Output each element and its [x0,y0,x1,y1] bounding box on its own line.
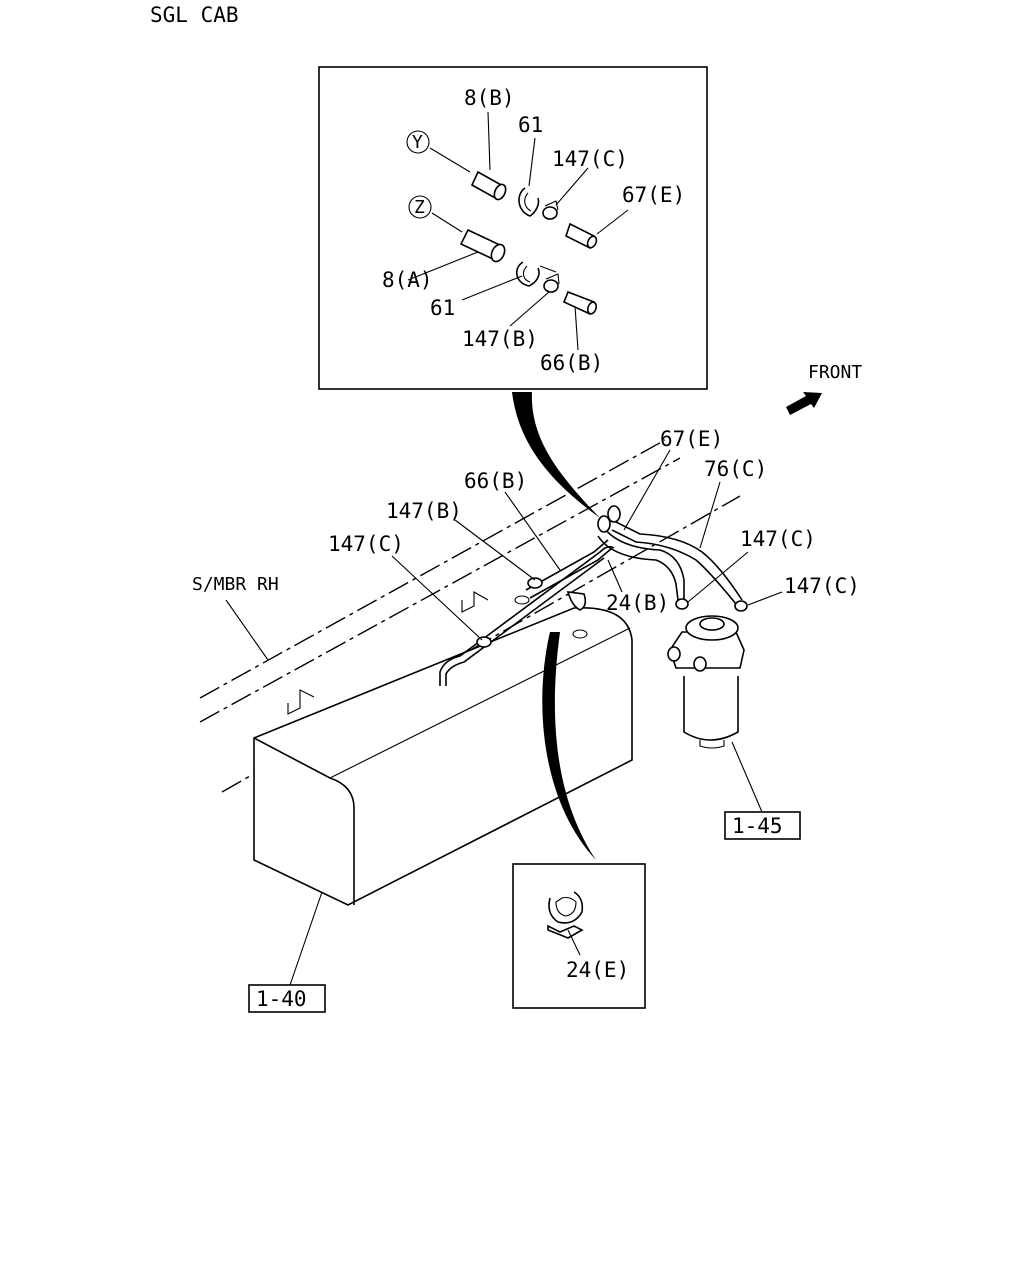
ref-1-45: 1-45 [732,814,783,838]
callout-z: Z [414,197,425,218]
callout-y-circle [406,130,430,154]
clip-61-upper-icon [518,187,540,217]
callout-147c-mid: 147(C) [740,527,816,551]
ref-box-tank: 1-40 [248,984,326,1013]
callout-76c: 76(C) [704,457,767,481]
fuel-lines [439,505,743,686]
hose-8b-icon [470,170,507,201]
callout-y: Y [412,132,423,153]
detail-pointer-top [512,392,600,518]
callout-8b: 8(B) [464,86,515,110]
clamp-147b-lower-icon [543,273,560,293]
callout-61-upper: 61 [518,113,543,137]
fuel-tank [253,591,633,906]
clamp-147c-upper-icon [542,200,559,220]
fuel-filter [667,615,745,749]
callout-24e: 24(E) [566,958,629,982]
hose-67e-icon [565,222,598,250]
callout-67e-main: 67(E) [660,427,723,451]
callout-147c-upper: 147(C) [552,147,628,171]
ref-box-filter: 1-45 [724,811,801,840]
callout-24b: 24(B) [606,591,669,615]
ref-1-40: 1-40 [256,987,307,1011]
callout-66b-top: 66(B) [540,351,603,375]
callout-z-circle [408,195,432,219]
hose-66b-icon [562,290,598,316]
front-label: FRONT [808,362,862,383]
callout-smbr-rh: S/MBR RH [192,574,279,595]
line-clamps [476,577,748,648]
detail-box-top: Y 8(B) 61 147(C) 67(E) Z [318,66,708,390]
clip-61-lower-icon [516,261,557,287]
detail-pointer-bottom [542,632,596,860]
callout-8a: 8(A) [382,268,433,292]
callout-66b-main: 66(B) [464,469,527,493]
callout-67e-top: 67(E) [622,183,685,207]
callout-147b-main: 147(B) [386,499,462,523]
front-arrow-icon [786,392,822,415]
bracket-24e-icon [547,891,584,939]
callout-147c-right: 147(C) [784,574,860,598]
hose-8a-icon [459,228,506,263]
callout-147b-lower: 147(B) [462,327,538,351]
callout-147c-left: 147(C) [328,532,404,556]
page-title: SGL CAB [150,3,239,27]
callout-61-lower: 61 [430,296,455,320]
detail-box-bottom: 24(E) [512,863,646,1009]
